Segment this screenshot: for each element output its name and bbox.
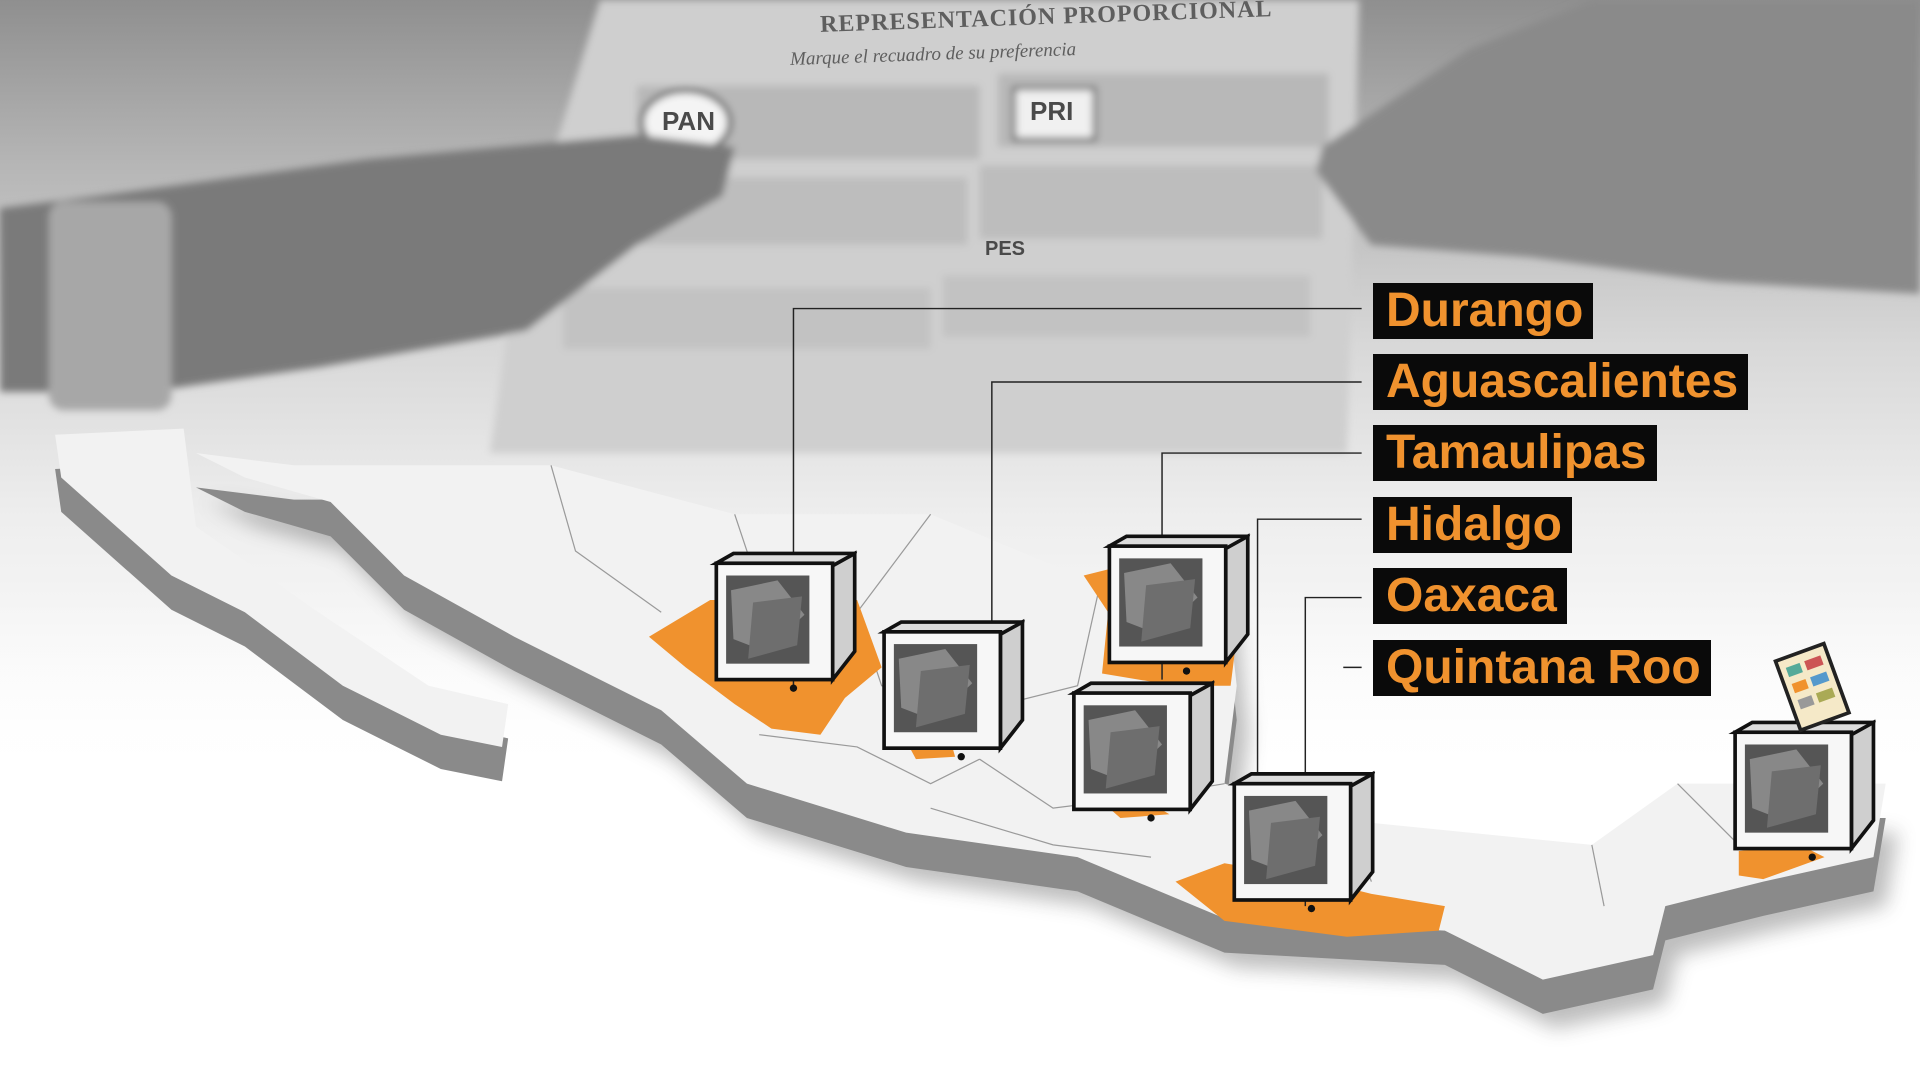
label-quintana-roo: Quintana Roo bbox=[1373, 640, 1711, 696]
label-hidalgo: Hidalgo bbox=[1373, 497, 1572, 553]
mainland-mexico bbox=[195, 453, 1886, 980]
ballot-box-icon-oaxaca bbox=[1227, 770, 1376, 913]
party-pan: PAN bbox=[662, 106, 715, 136]
label-oaxaca: Oaxaca bbox=[1373, 568, 1567, 624]
label-tamaulipas: Tamaulipas bbox=[1373, 425, 1657, 481]
party-pes: PES bbox=[985, 238, 1026, 260]
ballot-box-icon-durango bbox=[709, 550, 858, 692]
state-quintana-roo bbox=[1738, 844, 1825, 880]
ballot-box-icon-tamaulipas bbox=[1102, 533, 1251, 675]
baja-california bbox=[55, 428, 509, 747]
ballot-box-icon-quintana-roo bbox=[1728, 719, 1876, 861]
label-aguascalientes: Aguascalientes bbox=[1373, 354, 1749, 410]
leader-line-hidalgo bbox=[1256, 518, 1362, 796]
label-durango: Durango bbox=[1373, 283, 1594, 339]
ballot-sheet-icon bbox=[1773, 641, 1852, 733]
ballot-box-icon-hidalgo bbox=[1067, 680, 1215, 822]
ballot-box-icon-aguascalientes bbox=[877, 618, 1025, 761]
party-pri: PRI bbox=[1030, 96, 1074, 126]
